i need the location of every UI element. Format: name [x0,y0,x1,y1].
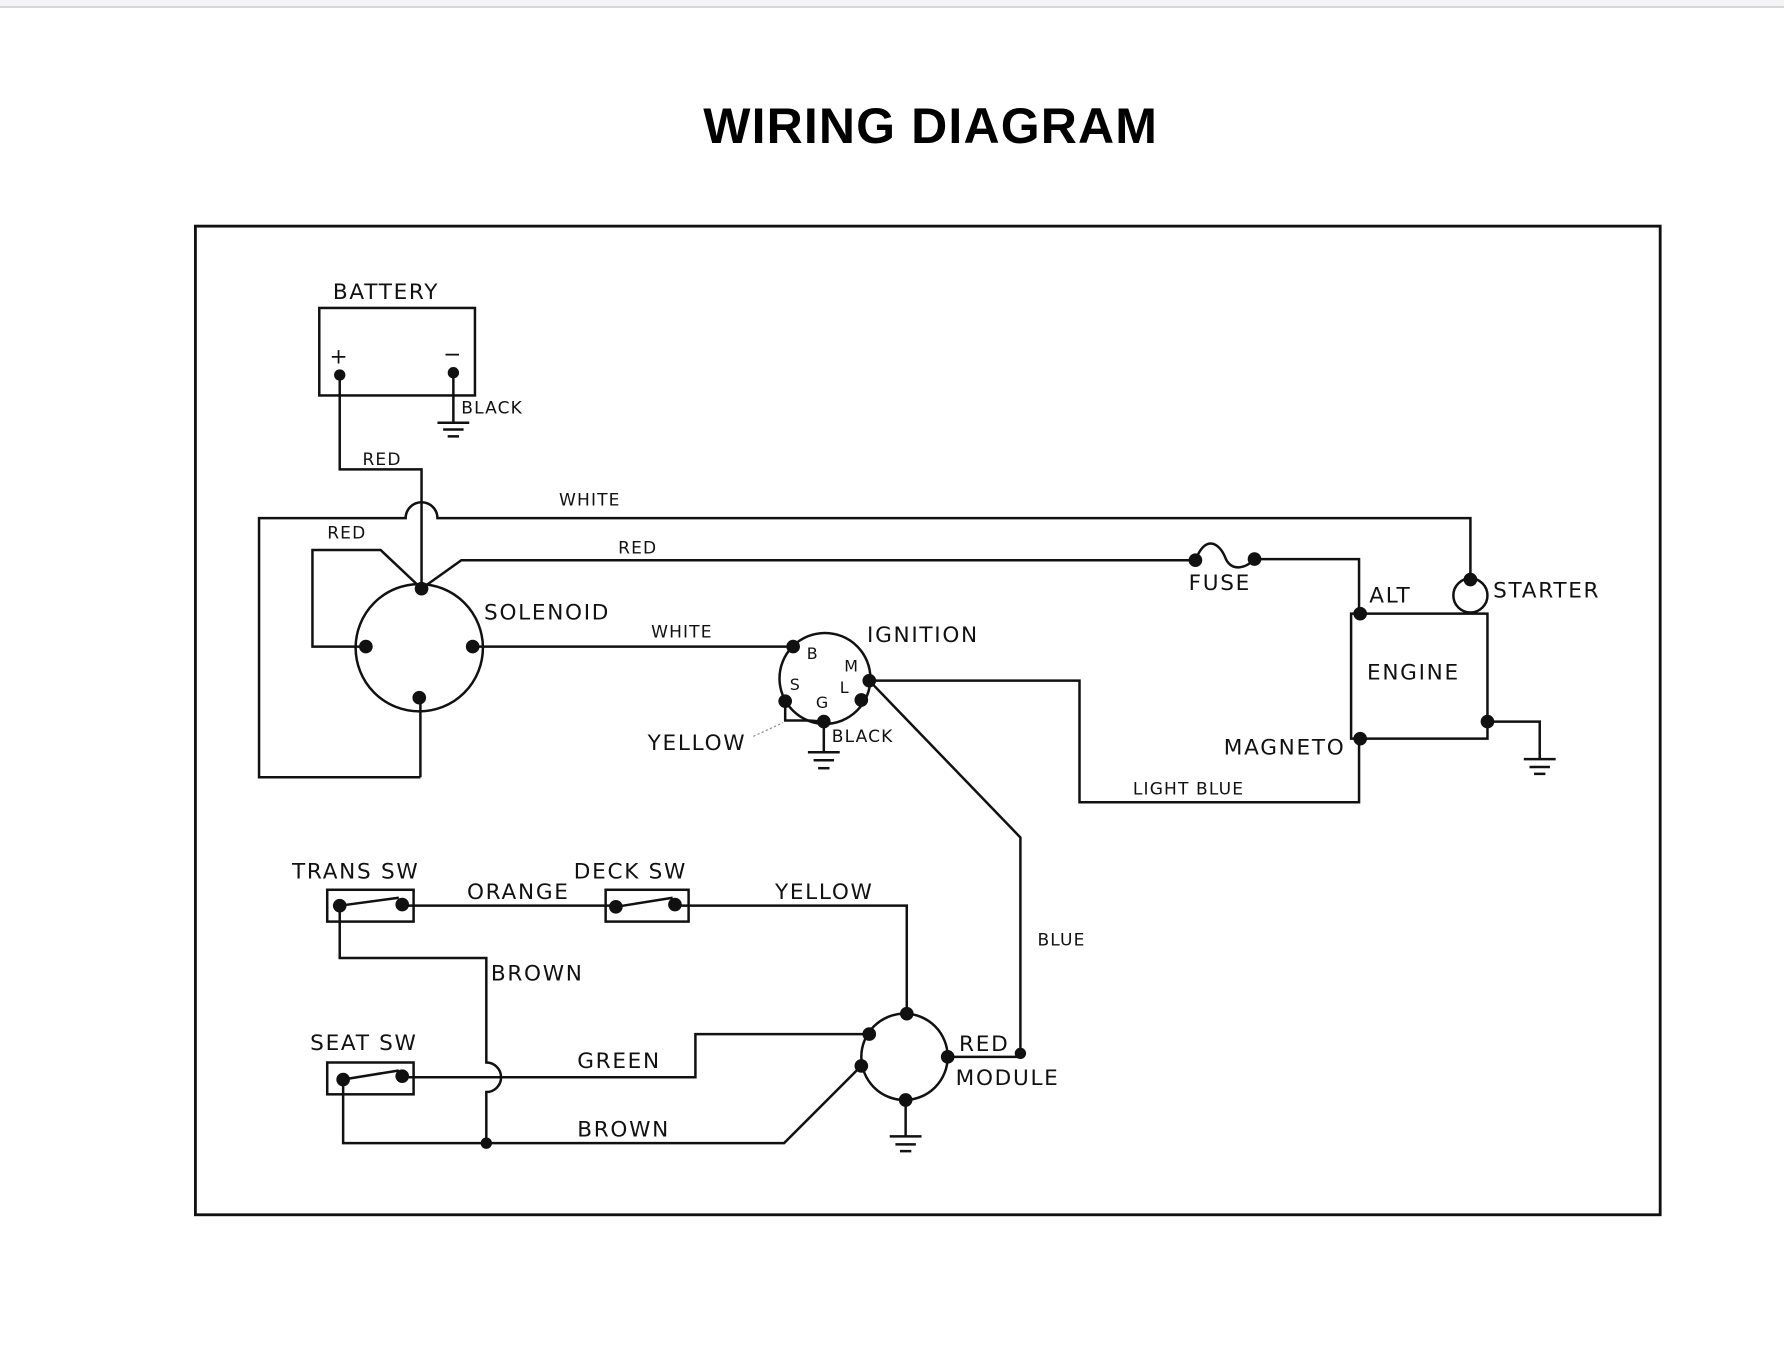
deck-switch-label: DECK SW [574,859,687,884]
ground-icon [889,1135,922,1153]
ground-icon [1523,757,1556,776]
wire-yellow-ignition-s [783,701,824,723]
wire-label-black-ignition: BLACK [832,727,894,747]
solenoid-terminal-top [414,581,429,596]
diagram-title: WIRING DIAGRAM [703,98,1158,154]
seat-switch-blade [342,1069,400,1081]
trans-switch-label: TRANS SW [291,859,419,884]
ignition-pin-b-label: B [807,644,818,663]
wire-label-white-ignition: WHITE [651,623,713,643]
magneto-terminal [1353,731,1367,746]
engine-box [1349,612,1489,740]
wire-label-orange: ORANGE [467,880,570,905]
solenoid-terminal-bottom [412,690,427,705]
wire-label-yellow-deck: YELLOW [774,880,874,905]
deck-switch-blade [615,896,673,909]
wire-blue-ignition-module [868,679,1022,1054]
fuse-label: FUSE [1189,571,1251,596]
starter-label: STARTER [1493,579,1600,604]
starter: STARTER [1452,572,1600,614]
wire-brown-trans-bus [338,905,503,1144]
module-label: MODULE [956,1066,1060,1091]
solenoid: SOLENOID [354,581,610,713]
battery-box [318,306,477,397]
ignition-switch: B M S L G IGNITION [778,623,979,729]
diagram-frame [193,224,1662,1217]
wire-label-white-top: WHITE [559,491,621,511]
battery: BATTERY + − [318,280,477,397]
battery-positive-symbol: + [330,345,350,370]
wire-label-yellow-ignition: YELLOW [647,731,747,756]
wire-engine-ground [1487,720,1541,760]
alt-label: ALT [1369,583,1411,608]
trans-switch: TRANS SW [291,859,419,923]
trans-switch-blade [339,896,399,907]
solenoid-label: SOLENOID [484,600,610,625]
ignition-terminal-b [786,639,800,654]
wire-red-solenoid-loop [311,548,423,648]
seat-switch: SEAT SW [310,1031,417,1096]
fuse-terminal-left [1188,553,1203,568]
browser-top-bar [0,0,1784,8]
wire-label-light-blue: LIGHT BLUE [1133,779,1244,799]
ground-icon [807,751,840,770]
brown-junction [480,1137,492,1149]
yellow-leader-line [753,722,784,737]
solenoid-terminal-left [359,639,373,654]
ground-icon [437,421,470,438]
module-terminal-upper-left [862,1027,877,1041]
engine-label: ENGINE [1367,661,1460,686]
module-terminal-top [899,1006,914,1021]
wire-label-brown-trans: BROWN [491,962,584,987]
wire-label-red-battery: RED [362,450,401,470]
wire-label-black-battery: BLACK [461,399,523,419]
wire-red-solenoid-fuse [420,558,1196,590]
ignition-terminal-l [854,693,869,707]
battery-negative-symbol: − [443,342,463,367]
wire-light-blue-ignition-magneto [869,679,1361,804]
battery-label: BATTERY [333,280,439,305]
ignition-pin-g-label: G [816,693,828,712]
wire-red-battery-solenoid [338,375,423,589]
wire-fuse-alt [1254,557,1361,613]
wire-brown-seat-module [341,1065,863,1145]
wire-white-solenoid-starter [257,501,1472,779]
module-terminal-lower-left [854,1059,869,1073]
starter-terminal [1463,572,1478,587]
wire-label-red-module: RED [959,1032,1009,1057]
blue-junction [1014,1047,1027,1060]
engine: ENGINE ALT MAGNETO [1224,583,1495,761]
wire-label-red-loop: RED [327,524,366,544]
deck-switch: DECK SW [574,859,690,923]
magneto-label: MAGNETO [1224,736,1346,761]
ignition-label: IGNITION [867,623,979,648]
seat-switch-label: SEAT SW [310,1031,417,1056]
wire-label-brown-bottom: BROWN [577,1117,670,1142]
fuse-element [1194,542,1256,569]
alt-terminal [1353,606,1367,621]
fuse: FUSE [1188,542,1262,596]
wire-label-blue: BLUE [1037,930,1085,950]
wire-yellow-deck-module [674,904,909,1012]
ignition-pin-s-label: S [790,675,800,694]
wire-green-seat-module [402,1032,870,1079]
wire-label-red-fuse: RED [618,538,657,558]
wire-label-green: GREEN [577,1049,661,1074]
ignition-pin-l-label: L [840,678,849,697]
module-body [860,1012,949,1102]
ignition-pin-m-label: M [844,657,858,676]
